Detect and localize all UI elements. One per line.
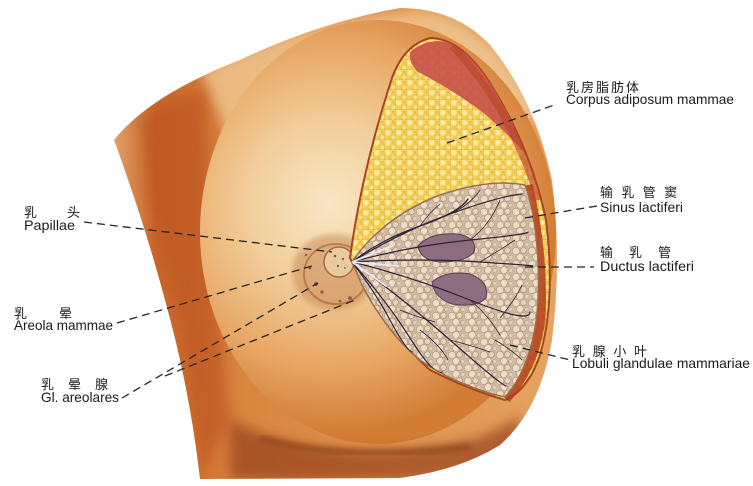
- leader-gl-areolares-1: [121, 282, 319, 399]
- leader-papillae: [83, 221, 333, 253]
- inframammary-fold: [259, 435, 471, 455]
- nipple-pores: [333, 254, 346, 269]
- label-areola: 乳晕 Areola mammae: [14, 307, 113, 333]
- label-corpus-adiposum: 乳房脂肪体 Corpus adiposum mammae: [566, 80, 734, 107]
- duct-highlights: [352, 245, 399, 287]
- inframammary-shadow: [230, 415, 520, 479]
- label-papillae: 乳头 Papillae: [24, 206, 80, 233]
- label-la: Papillae: [24, 217, 75, 233]
- label-la: Sinus lactiferi: [600, 199, 683, 215]
- labels-right: 乳房脂肪体 Corpus adiposum mammae 输乳管窦 Sinus …: [566, 80, 750, 371]
- lactiferous-ducts: [352, 189, 534, 387]
- label-la: Areola mammae: [14, 317, 113, 333]
- label-la: Ductus lactiferi: [600, 258, 694, 274]
- leader-areola: [116, 265, 313, 324]
- label-la: Lobuli glandulae mammariae: [572, 355, 750, 371]
- nipple-body: [323, 246, 355, 278]
- label-lobuli: 乳腺小叶 Lobuli glandulae mammariae: [572, 345, 750, 371]
- leader-gl-areolares-2: [164, 299, 356, 377]
- right-rim: [502, 183, 546, 402]
- leader-lines: [83, 103, 598, 399]
- label-zh: 乳房脂肪体: [566, 80, 639, 96]
- label-ductus-lactiferi: 输乳管 Ductus lactiferi: [600, 245, 694, 274]
- leader-corpus-adiposum: [446, 103, 558, 144]
- glandular-tissue: [351, 182, 540, 398]
- label-sinus-lactiferi: 输乳管窦 Sinus lactiferi: [600, 185, 683, 215]
- pectoral-muscle-region: [409, 41, 524, 152]
- leader-lobuli: [509, 344, 571, 361]
- labels-left: 乳头 Papillae 乳晕 Areola mammae 乳晕腺 Gl. are…: [14, 206, 119, 405]
- label-gl-areolares: 乳晕腺 Gl. areolares: [41, 378, 119, 405]
- label-la: Gl. areolares: [41, 389, 119, 405]
- nipple: [323, 246, 355, 278]
- sinus-lactiferus-lower: [431, 272, 488, 306]
- upper-rim: [449, 43, 542, 201]
- label-la: Corpus adiposum mammae: [566, 91, 734, 107]
